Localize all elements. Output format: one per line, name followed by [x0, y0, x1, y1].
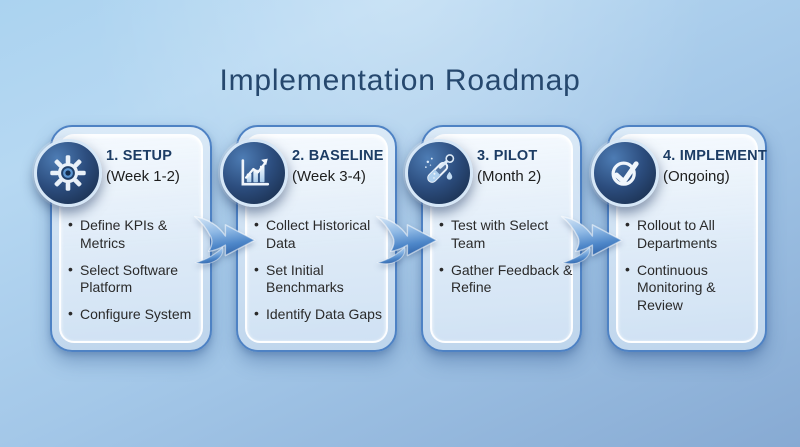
bullet-item: Gather Feedback & Refine [439, 261, 573, 298]
stage-timeframe: (Week 1-2) [106, 168, 180, 185]
bar-chart-icon [241, 158, 270, 186]
page-title: Implementation Roadmap [219, 64, 581, 98]
stage-card-setup: 1. SETUP (Week 1-2) Define KPIs & Metric… [34, 125, 212, 352]
stage-timeframe: (Week 3-4) [292, 168, 366, 185]
stage-bullets: Test with Select Team Gather Feedback & … [439, 216, 573, 306]
stage-timeframe: (Month 2) [477, 168, 542, 185]
bullet-item: Configure System [68, 305, 203, 324]
arrow-right-icon [193, 215, 256, 265]
stage-title: 2. BASELINE [292, 148, 384, 164]
bullet-item: Select Software Platform [68, 261, 203, 298]
bullet-item: Set Initial Benchmarks [254, 261, 388, 298]
bullet-item: Rollout to All Departments [625, 216, 758, 253]
bullet-item: Identify Data Gaps [254, 305, 388, 324]
stage-icon-badge [34, 139, 102, 207]
bullet-item: Test with Select Team [439, 216, 573, 253]
arrow-right-icon [375, 215, 438, 265]
stage-bullets: Collect Historical Data Set Initial Benc… [254, 216, 388, 333]
stage-title: 4. IMPLEMENT [663, 148, 767, 164]
stage-bullets: Rollout to All Departments Continuous Mo… [625, 216, 758, 324]
stage-icon-badge [220, 139, 288, 207]
stage-icon-badge [405, 139, 473, 207]
stage-title: 1. SETUP [106, 148, 173, 164]
gear-icon [50, 155, 86, 191]
stage-title: 3. PILOT [477, 148, 538, 164]
arrow-right-icon [560, 215, 623, 265]
checkmark-icon [611, 161, 639, 186]
bullet-item: Collect Historical Data [254, 216, 388, 253]
stage-card-implement: 4. IMPLEMENT (Ongoing) Rollout to All De… [591, 125, 767, 352]
stage-icon-badge [591, 139, 659, 207]
stage-timeframe: (Ongoing) [663, 168, 730, 185]
bullet-item: Define KPIs & Metrics [68, 216, 203, 253]
bullet-item: Continuous Monitoring & Review [625, 261, 758, 315]
stage-card-pilot: 3. PILOT (Month 2) Test with Select Team… [405, 125, 582, 352]
test-tube-icon [425, 154, 455, 183]
stage-bullets: Define KPIs & Metrics Select Software Pl… [68, 216, 203, 333]
